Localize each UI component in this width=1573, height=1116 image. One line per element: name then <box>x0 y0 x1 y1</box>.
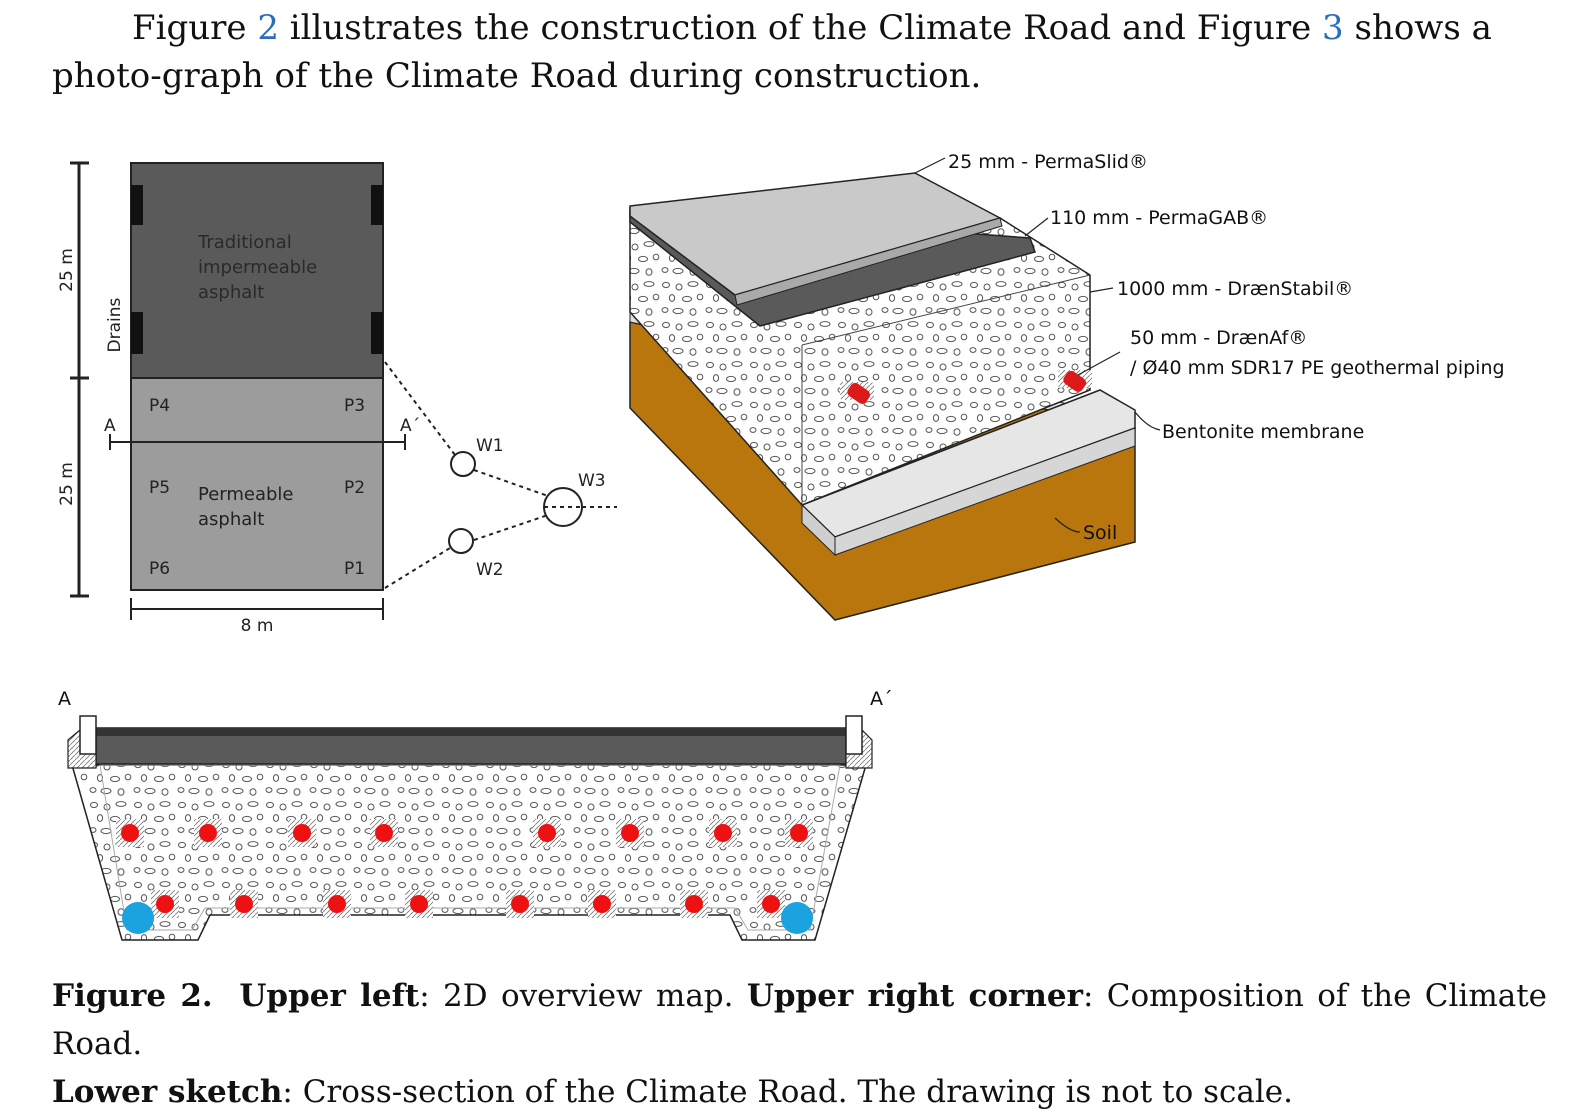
geothermal-pipe <box>293 824 311 842</box>
paragraph-text: shows a photo-graph of the Climate Road … <box>52 8 1492 96</box>
geothermal-pipe <box>511 895 529 913</box>
paragraph-text: illustrates the construction of the Clim… <box>278 8 1323 48</box>
soil-label: Soil <box>1083 522 1117 544</box>
width-label: 8 m <box>241 616 274 636</box>
layer-permagab-label: 110 mm - PermaGAB® <box>1050 207 1268 229</box>
geothermal-pipe <box>593 895 611 913</box>
traditional-label-line1: Traditional <box>197 232 292 253</box>
well-w2 <box>448 528 474 554</box>
traditional-label-line2: impermeable <box>198 257 317 278</box>
geothermal-pipe <box>538 824 556 842</box>
geothermal-pipe <box>790 824 808 842</box>
section-a-prime-label: A´ <box>400 416 420 436</box>
impermeable-asphalt-area <box>130 162 384 379</box>
point-p5: P5 <box>149 478 170 498</box>
dimension-25m-top: 25 m <box>57 248 77 292</box>
permeable-asphalt-area <box>130 377 384 591</box>
geothermal-piping-label: / Ø40 mm SDR17 PE geothermal piping <box>1130 357 1505 379</box>
dimension-25m-bottom: 25 m <box>57 462 77 506</box>
composition-block: 25 mm - PermaSlid® 110 mm - PermaGAB® 10… <box>629 151 1505 621</box>
figure-3-link[interactable]: 3 <box>1322 8 1344 48</box>
point-p2: P2 <box>344 478 365 498</box>
point-p4: P4 <box>149 396 170 416</box>
figure-2-drawing: 25 m 25 m Drains Traditional impermeable… <box>57 151 1505 941</box>
geothermal-pipe <box>762 895 780 913</box>
geothermal-pipe <box>1063 370 1087 392</box>
gravel-bed <box>71 764 867 941</box>
cross-section-a-label: A <box>58 688 71 710</box>
drains-label: Drains <box>105 297 125 352</box>
geothermal-pipe <box>847 382 871 404</box>
geothermal-pipe <box>121 824 139 842</box>
caption-upper-right-label: Upper right corner <box>746 978 1083 1014</box>
layer-draenstabil-label: 1000 mm - DrænStabil® <box>1117 278 1353 300</box>
permeable-label-line2: asphalt <box>198 509 264 530</box>
caption-figure-label: Figure 2. <box>52 978 213 1014</box>
point-p6: P6 <box>149 559 170 579</box>
caption-lower-label: Lower sketch <box>52 1074 283 1110</box>
point-p3: P3 <box>344 396 365 416</box>
drain-pipe-left <box>122 902 154 934</box>
bentonite-label: Bentonite membrane <box>1162 421 1364 443</box>
paragraph-text: Figure <box>132 8 258 48</box>
geothermal-pipe <box>199 824 217 842</box>
permeable-label-line1: Permeable <box>198 484 294 505</box>
figure-2-link[interactable]: 2 <box>257 8 279 48</box>
geothermal-pipe <box>714 824 732 842</box>
caption-upper-right-text: : Composition of the Climate Road. <box>52 978 1547 1062</box>
geothermal-pipe <box>685 895 703 913</box>
intro-paragraph: Figure 2 illustrates the construction of… <box>52 4 1542 100</box>
section-a-label: A <box>104 416 116 436</box>
layer-permaslid-label: 25 mm - PermaSlid® <box>948 151 1148 173</box>
geothermal-pipe <box>156 895 174 913</box>
geothermal-pipe <box>328 895 346 913</box>
well-w3-label: W3 <box>578 471 606 491</box>
pipe-grid <box>116 819 813 918</box>
drain-marker <box>371 185 383 225</box>
traditional-label-line3: asphalt <box>198 282 264 303</box>
cross-section-a-prime-label: A´ <box>870 688 893 710</box>
layer-draenaf-label: 50 mm - DrænAf® <box>1130 327 1307 349</box>
cross-section: A A´ <box>58 688 893 941</box>
geothermal-pipe <box>410 895 428 913</box>
well-w2-label: W2 <box>476 560 504 580</box>
drain-pipe-right <box>781 902 813 934</box>
drain-marker <box>131 312 143 354</box>
drain-marker <box>131 185 143 225</box>
point-p1: P1 <box>344 559 365 579</box>
well-w1 <box>450 451 476 477</box>
geothermal-pipe <box>375 824 393 842</box>
caption-lower-text: : Cross-section of the Climate Road. The… <box>282 1074 1293 1110</box>
well-w1-label: W1 <box>476 436 504 456</box>
drain-marker <box>371 312 383 354</box>
caption-upper-left-label: Upper left <box>239 978 420 1014</box>
overview-map: 25 m 25 m Drains Traditional impermeable… <box>57 161 617 636</box>
caption-upper-left-text: : 2D overview map. <box>419 978 747 1014</box>
geothermal-pipe <box>621 824 639 842</box>
geothermal-pipe <box>235 895 253 913</box>
figure-caption: Figure 2. Upper left: 2D overview map. U… <box>52 972 1547 1116</box>
